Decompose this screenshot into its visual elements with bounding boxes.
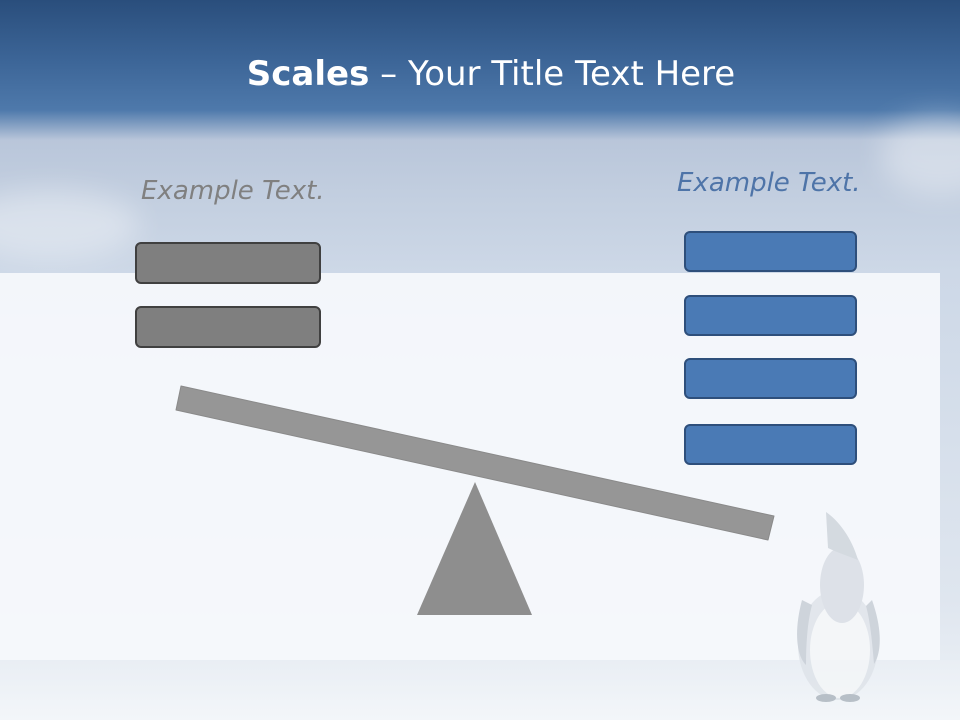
right-weight-box[interactable] — [684, 358, 857, 399]
right-weight-box[interactable] — [684, 231, 857, 272]
left-label: Example Text. — [141, 176, 325, 206]
scale-fulcrum[interactable] — [417, 482, 532, 615]
cloud — [0, 190, 140, 260]
title-bold: Scales — [246, 54, 370, 94]
left-weight-box[interactable] — [135, 242, 321, 284]
left-weight-box[interactable] — [135, 306, 321, 348]
right-weight-box[interactable] — [684, 295, 857, 336]
title-rest: – Your Title Text Here — [369, 54, 736, 94]
right-label: Example Text. — [677, 168, 861, 198]
penguin-icon — [797, 512, 880, 702]
slide-title: Scales – Your Title Text Here — [0, 52, 960, 96]
right-weight-box[interactable] — [684, 424, 857, 465]
snow-ground — [0, 660, 960, 720]
scale-beam[interactable] — [175, 385, 775, 541]
title-band: Scales – Your Title Text Here — [0, 0, 960, 120]
